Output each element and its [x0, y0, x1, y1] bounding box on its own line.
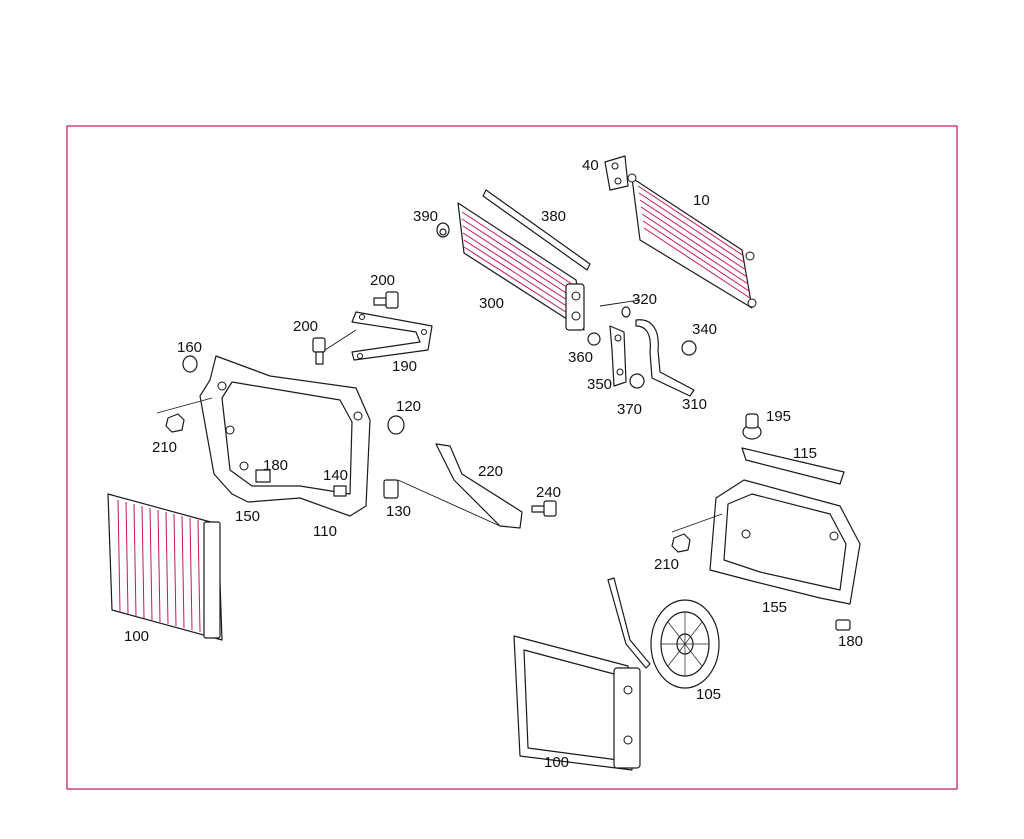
callout-300: 300: [479, 295, 504, 312]
callout-10: 10: [693, 192, 710, 209]
fan-part-105: [607, 577, 720, 689]
mount-part-160: [182, 355, 198, 373]
clip-part-180-b: [835, 619, 851, 631]
callout-320: 320: [632, 291, 657, 308]
callout-380: 380: [541, 208, 566, 225]
callout-40: 40: [582, 157, 599, 174]
clip-part-130: [383, 479, 399, 499]
bracket-part-115: [741, 447, 845, 485]
callout-240: 240: [536, 484, 561, 501]
callout-200-a: 200: [370, 272, 395, 289]
callout-100-b: 100: [544, 754, 569, 771]
callout-340: 340: [692, 321, 717, 338]
leader-lines: [156, 299, 723, 533]
bolt-part-240: [531, 500, 557, 517]
bracket-part-40: [604, 155, 629, 191]
nut-part-210-a: [165, 413, 185, 433]
callout-180-b: 180: [838, 633, 863, 650]
pipe-assembly-310: [587, 306, 697, 397]
seal-strip-part-380: [482, 189, 591, 271]
callout-210-b: 210: [654, 556, 679, 573]
callout-115: 115: [793, 445, 817, 462]
radiator-part-100-a: [107, 493, 223, 641]
callout-100-a: 100: [124, 628, 149, 645]
radiator-part-100-b: [513, 635, 641, 771]
callout-180-a: 180: [263, 457, 288, 474]
grommet-part-390: [436, 222, 450, 238]
diagram-frame: [66, 125, 958, 790]
callout-310: 310: [682, 396, 707, 413]
mount-part-195: [742, 413, 762, 440]
callout-200-b: 200: [293, 318, 318, 335]
callout-105: 105: [696, 686, 721, 703]
frame-part-155: [709, 479, 861, 605]
callout-160: 160: [177, 339, 202, 356]
callout-140: 140: [323, 467, 348, 484]
callout-350: 350: [587, 376, 612, 393]
callout-210-a: 210: [152, 439, 177, 456]
cooler-part-10: [627, 173, 757, 309]
cooler-part-300: [457, 202, 585, 331]
callout-110: 110: [313, 523, 337, 540]
brace-part-220: [435, 443, 523, 529]
bolt-part-200-a: [373, 291, 399, 309]
callout-130: 130: [386, 503, 411, 520]
callout-150: 150: [235, 508, 260, 525]
bolt-part-200-b: [312, 337, 326, 365]
callout-120: 120: [396, 398, 421, 415]
callout-370: 370: [617, 401, 642, 418]
callout-195: 195: [766, 408, 791, 425]
callout-labels: 10 40 380 390 300 320 340 360 350 370 31…: [124, 157, 863, 771]
mount-part-120: [387, 415, 405, 435]
callout-360: 360: [568, 349, 593, 366]
callout-390: 390: [413, 208, 438, 225]
carrier-frame-part-110: [199, 355, 371, 517]
callout-190: 190: [392, 358, 417, 375]
bracket-part-190: [351, 311, 433, 361]
nut-part-210-b: [671, 533, 691, 553]
callout-155: 155: [762, 599, 787, 616]
callout-220: 220: [478, 463, 503, 480]
